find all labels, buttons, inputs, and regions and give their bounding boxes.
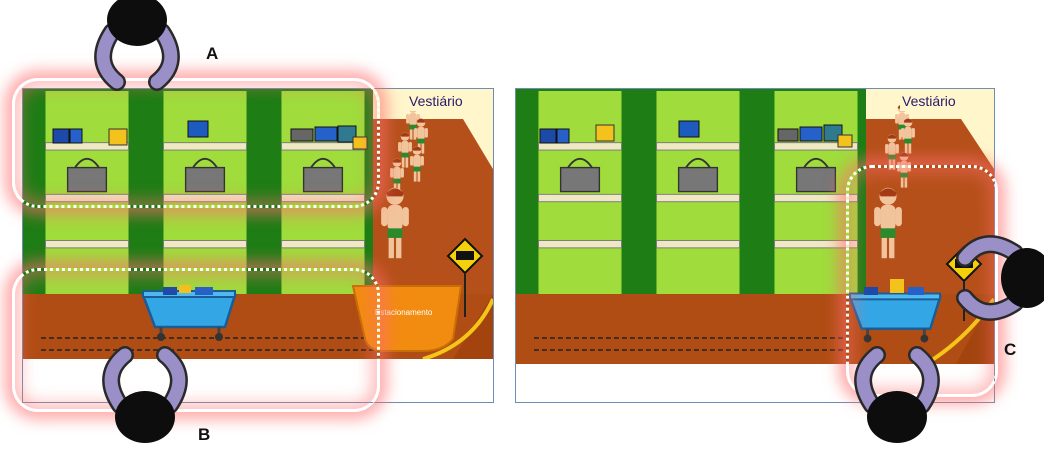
zone-label-c: C <box>1004 340 1016 360</box>
player-b-icon <box>80 345 210 445</box>
player-a-icon <box>72 0 202 92</box>
changing-room-label: Vestiário <box>902 93 956 109</box>
interaction-zone-a <box>12 78 380 208</box>
zone-label-b: B <box>198 425 210 445</box>
shirt-icon[interactable] <box>679 121 699 137</box>
zone-label-a: A <box>206 44 218 64</box>
player-c-bottom-icon <box>832 345 962 445</box>
parking-label: Estacionamento <box>375 308 433 317</box>
shirt-icon[interactable] <box>596 125 614 141</box>
player-c-right-icon <box>955 213 1044 343</box>
shoe-box-icon[interactable] <box>540 129 569 143</box>
changing-room-label: Vestiário <box>409 93 463 109</box>
